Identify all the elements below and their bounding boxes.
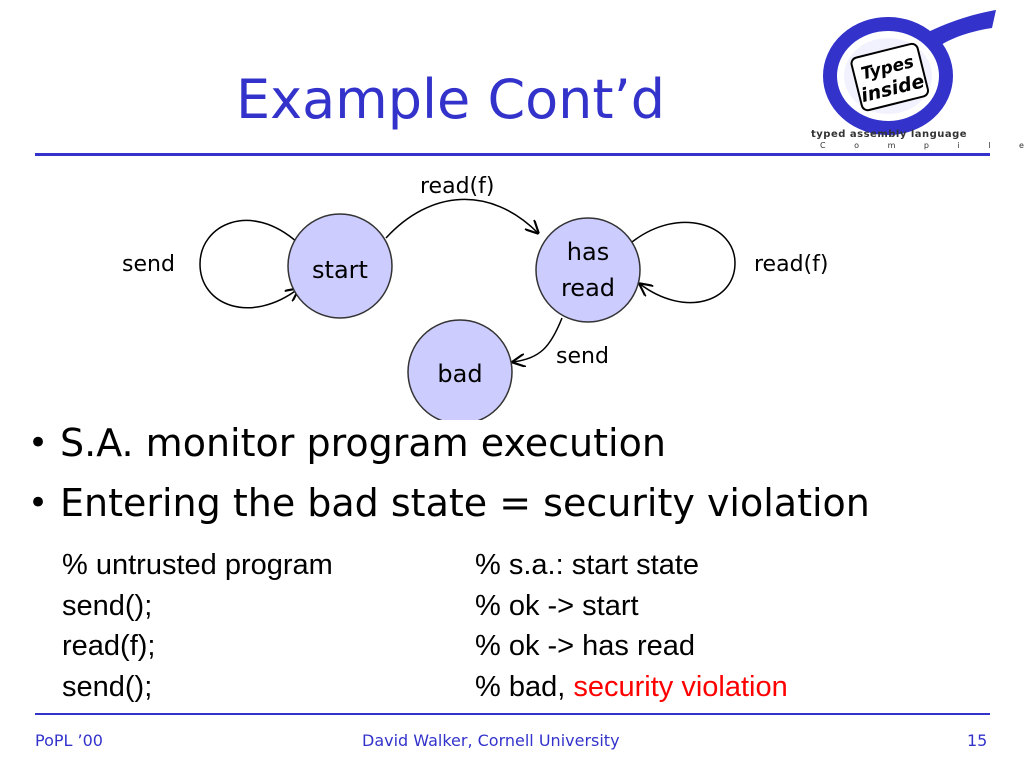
page-number: 15	[967, 731, 988, 750]
code-line: read(f);	[62, 630, 156, 662]
edge-start-loop	[199, 219, 298, 309]
bullet-text: S.A. monitor program execution	[60, 421, 666, 465]
edge-has-read-to-bad	[513, 317, 563, 362]
state-has-read-label-line1: has	[567, 238, 609, 266]
edge-start-loop-label: send	[122, 252, 175, 277]
bullet-item: • S.A. monitor program execution	[28, 420, 870, 480]
state-bad-label: bad	[437, 360, 482, 388]
title-rule	[35, 153, 990, 156]
bullet-list: • S.A. monitor program execution • Enterin…	[28, 420, 870, 540]
footer-conference: PoPL ’00	[35, 731, 103, 750]
code-line: % untrusted program	[62, 549, 333, 581]
code-line: send();	[62, 670, 153, 703]
code-comment: % s.a.: start state	[475, 549, 700, 581]
bullet-dot: •	[28, 483, 49, 523]
edge-has-read-to-bad-label: send	[556, 344, 609, 369]
state-machine-diagram: start has read bad send read(f) read(f) …	[122, 174, 828, 420]
logo-subcaption: C o m p i l e r	[820, 141, 1024, 150]
slide-title: Example Cont’d	[236, 68, 666, 131]
code-comment: % ok -> start	[475, 589, 639, 622]
state-has-read	[535, 217, 641, 323]
state-bad	[407, 319, 513, 420]
edge-has-read-loop-label: read(f)	[754, 252, 828, 277]
security-violation-highlight: security violation	[573, 670, 788, 703]
bullet-text: Entering the bad state = security violat…	[60, 481, 870, 525]
code-comment: % bad, security violation	[475, 667, 788, 707]
state-start	[287, 213, 393, 319]
code-line: send();	[62, 589, 153, 622]
state-start-label: start	[312, 256, 368, 284]
edge-has-read-loop	[631, 221, 736, 304]
bullet-item: • Entering the bad state = security viola…	[28, 480, 870, 540]
bullet-dot: •	[28, 423, 49, 463]
edge-start-to-has-read-label: read(f)	[420, 174, 494, 199]
logo-caption: typed assembly language	[811, 129, 968, 140]
code-comment: % ok -> has read	[475, 630, 696, 662]
sigma-logo-icon: Types inside	[823, 10, 996, 135]
code-comment-text: % bad,	[475, 670, 574, 703]
edge-start-to-has-read	[385, 198, 538, 239]
footer-rule	[35, 713, 990, 715]
state-has-read-label-line2: read	[561, 274, 615, 302]
footer-author: David Walker, Cornell University	[362, 731, 620, 750]
